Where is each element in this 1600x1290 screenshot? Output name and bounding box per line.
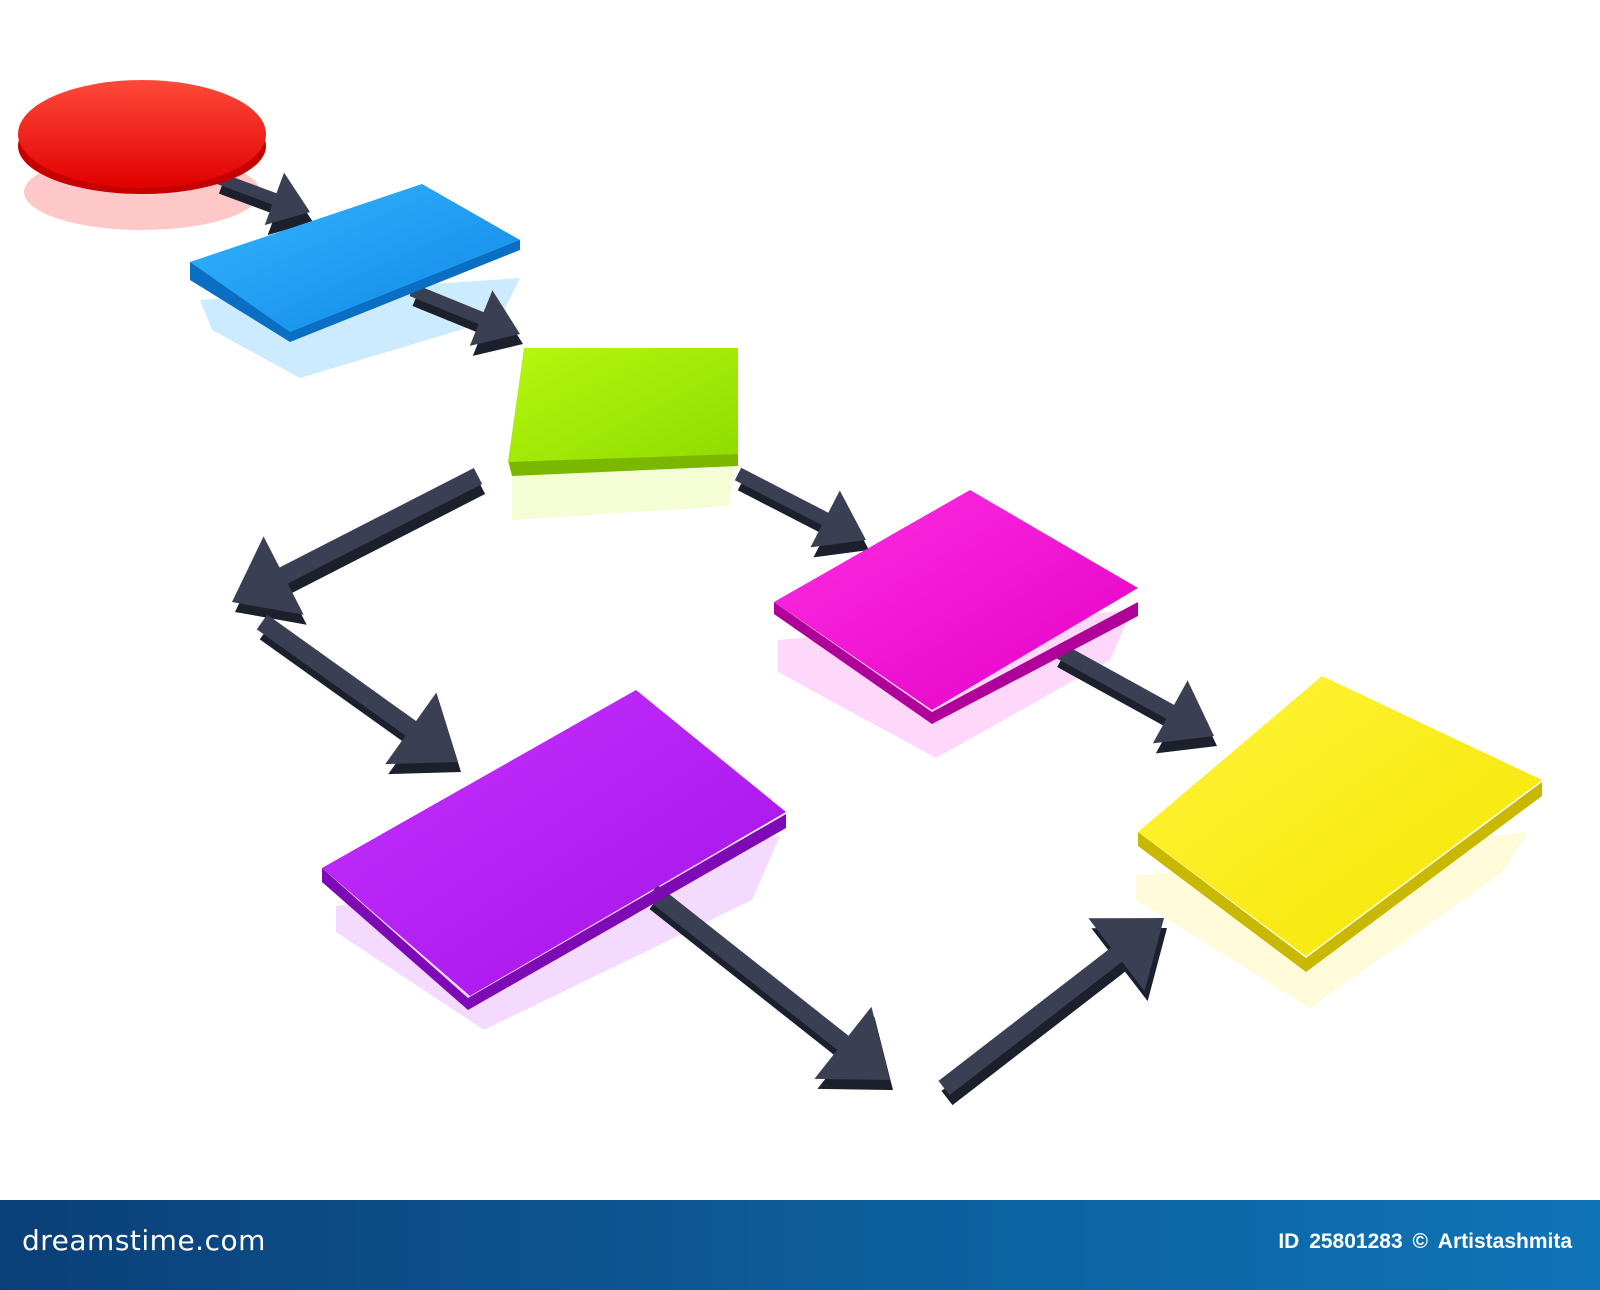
arrow-4-side <box>235 477 486 625</box>
green-node-reflection <box>512 460 736 520</box>
process-box-blue-top <box>190 184 520 332</box>
copyright-symbol: © <box>1412 1230 1428 1253</box>
arrow-5 <box>1054 642 1214 744</box>
site-watermark: dreamstime.com <box>22 1224 266 1257</box>
process-box-magenta <box>774 490 1138 724</box>
process-box-green <box>508 348 738 476</box>
arrow-4 <box>232 467 483 615</box>
arrow-3 <box>734 467 866 548</box>
process-box-yellow <box>1138 676 1542 972</box>
author-name: Artistashmita <box>1437 1230 1572 1253</box>
image-id: 25801283 <box>1309 1230 1403 1253</box>
watermark-bar: dreamstime.com ID 25801283 © Artistashmi… <box>0 1200 1600 1290</box>
process-box-magenta-top <box>774 490 1138 710</box>
process-box-magenta-side <box>774 602 1138 724</box>
arrow-1 <box>215 172 310 226</box>
process-box-green-top <box>508 348 738 462</box>
arrow-8-side <box>941 928 1167 1106</box>
image-credit: ID 25801283 © Artistashmita <box>1274 1230 1572 1254</box>
flowchart-diagram <box>18 80 1542 1106</box>
process-box-yellow-side <box>1138 782 1542 972</box>
process-box-purple <box>322 690 786 1010</box>
start-node <box>18 80 266 194</box>
start-node-top <box>18 80 266 188</box>
process-box-purple-top <box>322 690 786 996</box>
arrow-6 <box>256 614 458 765</box>
arrow-2 <box>409 283 520 346</box>
flow-arrows <box>215 172 1217 1106</box>
flowchart-canvas <box>18 80 1542 1106</box>
id-label: ID <box>1278 1230 1300 1253</box>
process-box-yellow-top <box>1138 676 1542 956</box>
process-box-blue <box>190 184 520 342</box>
arrow-8 <box>938 918 1164 1096</box>
arrow-7 <box>646 884 890 1080</box>
